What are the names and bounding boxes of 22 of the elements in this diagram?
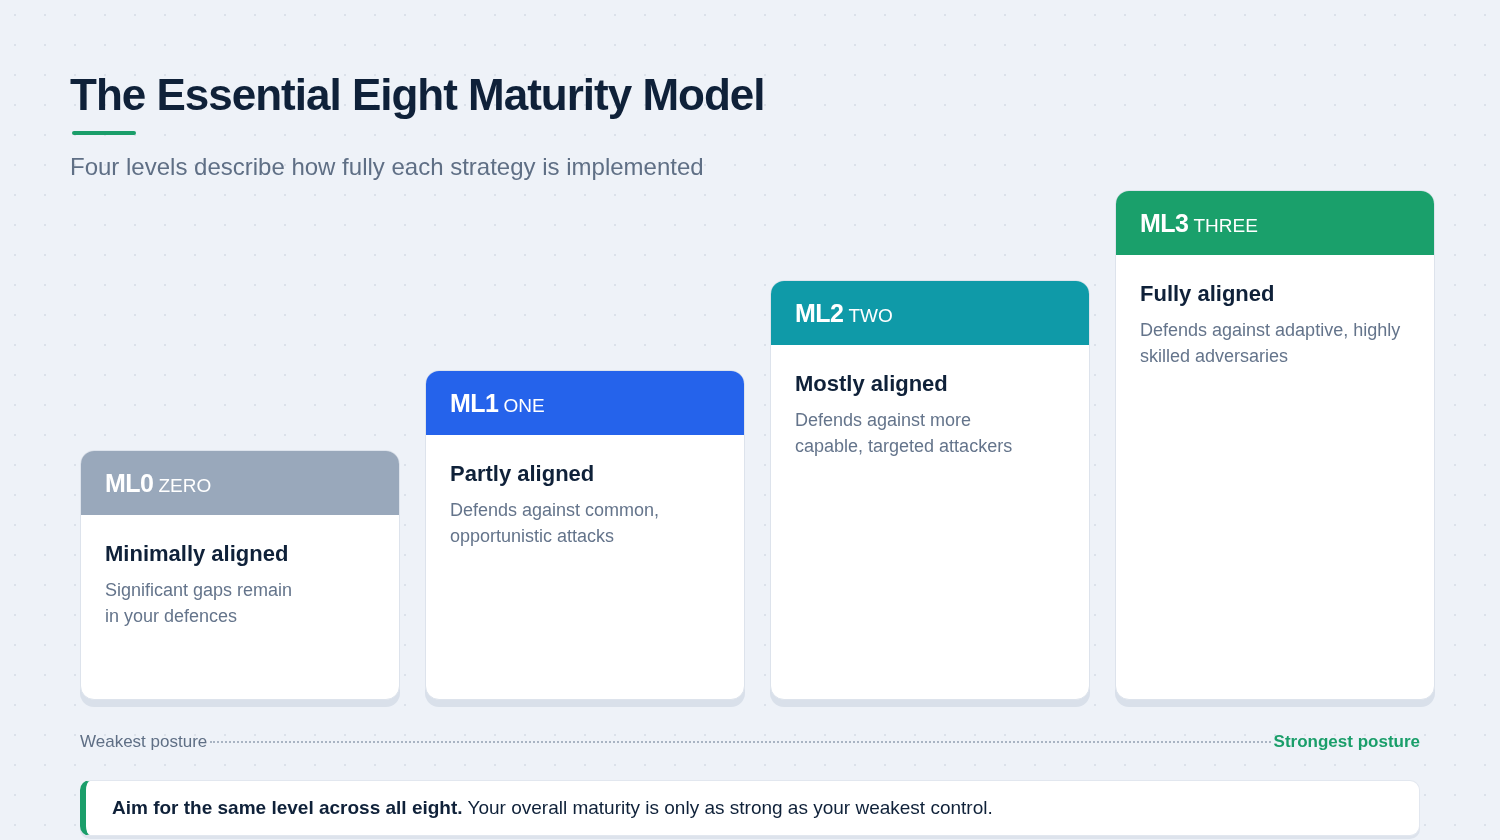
page-title: The Essential Eight Maturity Model [70,69,765,121]
level-code: ML3 [1140,208,1189,240]
level-code: ML1 [450,388,499,420]
card-title: Fully aligned [1140,280,1275,308]
card-description: Defends against adaptive, highly skilled adversaries [1140,319,1402,368]
subtitle: Four levels describe how fully each strategy is implemented [70,152,704,182]
card-title: Minimally aligned [105,540,289,568]
scale-start-label: Weakest posture [80,731,208,754]
level-name: ONE [503,394,545,419]
scale-end-label: Strongest posture [1273,731,1420,754]
callout-text: Aim for the same level across all eight. Your overall maturity is only as strong as your weakest control. [112,795,993,820]
card-description: Defends against common, opportunistic attacks [450,499,661,548]
card-title: Partly aligned [450,460,595,488]
level-name: TWO [848,304,893,329]
card-title: Mostly aligned [795,370,948,398]
callout-box [80,780,1420,836]
card-description: Significant gaps remain in your defences [105,579,294,628]
level-code: ML2 [795,298,844,330]
level-code: ML0 [105,468,154,500]
level-name: THREE [1193,214,1258,239]
card-description: Defends against more capable, targeted attackers [795,409,1014,458]
level-name: ZERO [158,474,212,499]
